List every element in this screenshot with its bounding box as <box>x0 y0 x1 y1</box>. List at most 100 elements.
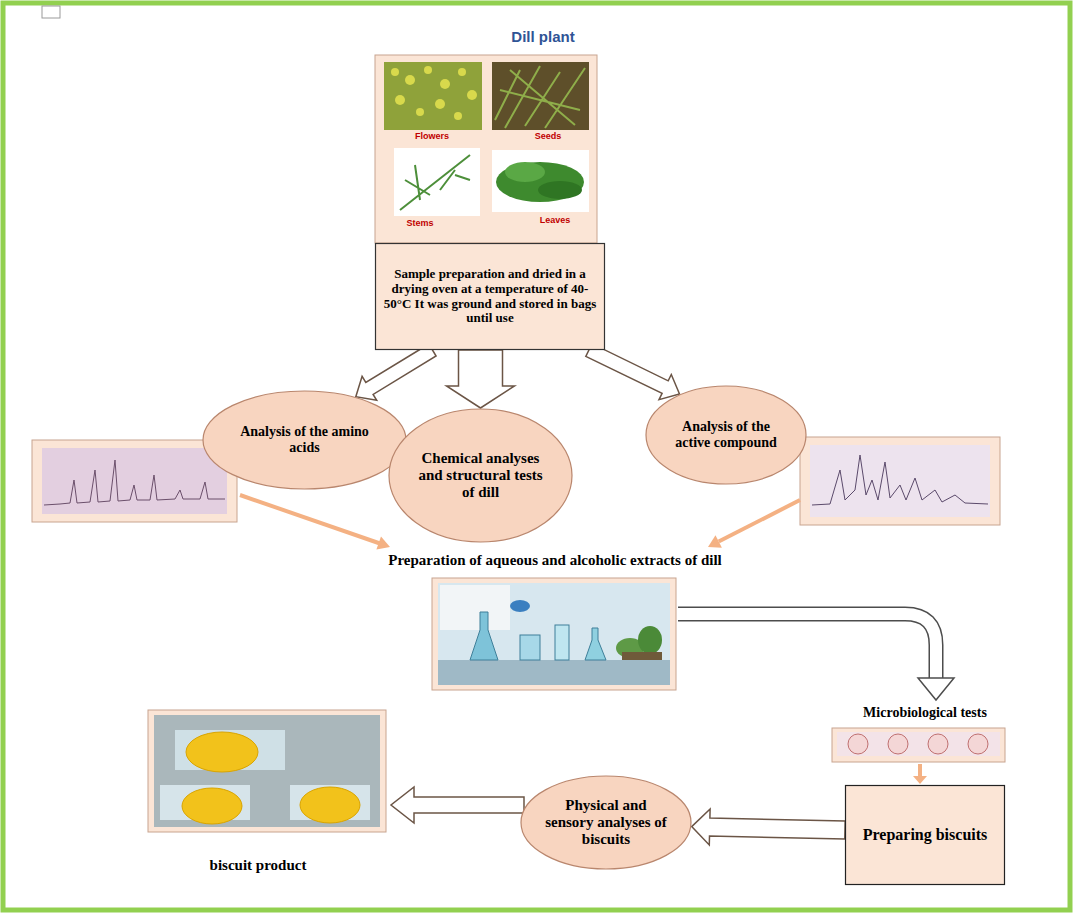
node-text: Analysis of the amino acids <box>231 424 379 456</box>
photo-label: Stems <box>375 218 465 228</box>
plant-photo-panel <box>416 108 424 116</box>
plant-photo-panel <box>400 155 470 210</box>
page-frame <box>3 3 1070 910</box>
node-outline <box>203 391 406 489</box>
active-compound-chart <box>810 445 990 517</box>
biscuit-photo <box>300 787 360 823</box>
plant-photo-panel <box>424 66 432 74</box>
text-slot: Leaves <box>510 215 600 225</box>
petri-dish-photo <box>968 734 988 754</box>
lab-photo <box>520 635 540 660</box>
lab-photo <box>638 626 662 654</box>
step-label: biscuit product <box>148 857 368 874</box>
lab-photo <box>432 578 676 690</box>
block-arrow <box>586 344 680 400</box>
lab-photo <box>438 583 670 685</box>
plant-photo-panel <box>395 95 405 105</box>
analysis-ellipse: Chemical analyses and structural tests o… <box>388 408 573 543</box>
photo-label: Leaves <box>510 215 600 225</box>
lab-photo <box>510 600 530 612</box>
petri-dish-photo <box>848 734 868 754</box>
plant-photo-panel <box>435 99 445 109</box>
lab-photo <box>432 578 676 690</box>
biscuit-photo <box>182 788 242 824</box>
text-slot: Seeds <box>503 131 593 141</box>
text-slot: biscuit product <box>148 857 368 874</box>
lab-photo <box>555 625 569 660</box>
process-box: Sample preparation and dried in a drying… <box>375 243 605 350</box>
lab-photo <box>585 628 606 660</box>
flow-arrow <box>391 787 524 823</box>
flow-arrow <box>678 614 954 700</box>
plant-photo-panel <box>458 68 466 76</box>
plant-photo-panel <box>496 162 584 202</box>
analysis-ellipse: Analysis of the active compound <box>645 385 807 485</box>
step-label: Microbiological tests <box>820 705 1030 721</box>
flow-arrow <box>918 678 954 700</box>
plant-photo-panel <box>495 66 585 128</box>
plant-photo-panel <box>375 55 597 243</box>
node-outline <box>646 386 806 484</box>
plant-photo-panel <box>505 162 545 182</box>
node-text: Sample preparation and dried in a drying… <box>383 267 597 327</box>
text-slot: Microbiological tests <box>820 705 1030 721</box>
flow-arrow <box>719 500 800 542</box>
petri-dish-photo <box>832 728 1005 762</box>
active-compound-chart <box>812 455 988 505</box>
biscuit-photo <box>148 710 386 832</box>
flow-arrow <box>678 614 936 680</box>
biscuit-photo <box>154 715 380 827</box>
lab-photo <box>440 585 510 630</box>
page-frame <box>3 3 1070 910</box>
block-arrow <box>692 809 846 845</box>
photo-label: Seeds <box>503 131 593 141</box>
petri-dish-photo <box>832 728 1005 762</box>
plant-photo-panel <box>467 90 477 100</box>
node-text: Chemical analyses and structural tests o… <box>414 450 547 502</box>
petri-dish-photo <box>888 734 908 754</box>
flow-arrow <box>240 495 380 544</box>
flow-arrow <box>913 776 927 784</box>
flow-arrow <box>678 614 936 680</box>
block-arrow <box>447 350 515 408</box>
plant-photo-panel <box>375 55 597 243</box>
plant-photo-panel <box>440 79 450 89</box>
plant-photo-panel <box>394 148 480 216</box>
lab-photo <box>438 660 670 685</box>
block-arrow <box>356 344 436 400</box>
flow-arrow <box>918 764 922 777</box>
amino-acid-chart <box>44 460 225 505</box>
plant-photo-panel <box>492 150 589 212</box>
text-slot: Stems <box>375 218 465 228</box>
node-outline <box>846 786 1005 885</box>
lab-photo <box>470 612 498 660</box>
plant-photo-panel <box>492 62 589 130</box>
text-slot: Preparation of aqueous and alcoholic ext… <box>275 552 835 569</box>
flow-arrow <box>708 535 722 547</box>
lab-photo <box>622 652 662 660</box>
active-compound-chart <box>800 437 1000 525</box>
amino-acid-chart <box>42 448 227 514</box>
active-compound-chart <box>800 437 1000 525</box>
node-outline <box>521 776 691 869</box>
node-text: Analysis of the active compound <box>668 419 785 451</box>
plant-photo-panel <box>391 68 399 76</box>
plant-photo-panel <box>454 112 462 120</box>
plant-photo-panel <box>538 181 582 199</box>
process-box: Preparing biscuits <box>845 785 1005 885</box>
photo-label: Flowers <box>387 131 477 141</box>
page-frame <box>42 6 60 18</box>
text-slot: Flowers <box>387 131 477 141</box>
node-text: Preparing biscuits <box>860 826 990 844</box>
plant-photo-panel <box>384 62 482 130</box>
flow-arrow <box>376 536 390 549</box>
analysis-ellipse: Physical and sensory analyses of biscuit… <box>520 775 692 870</box>
diagram-title: Dill plant <box>393 28 693 45</box>
node-outline <box>389 409 572 542</box>
petri-dish-photo <box>837 732 1000 756</box>
petri-dish-photo <box>928 734 948 754</box>
node-text: Physical and sensory analyses of biscuit… <box>544 797 668 849</box>
text-slot: Dill plant <box>393 28 693 45</box>
step-label: Preparation of aqueous and alcoholic ext… <box>275 552 835 569</box>
